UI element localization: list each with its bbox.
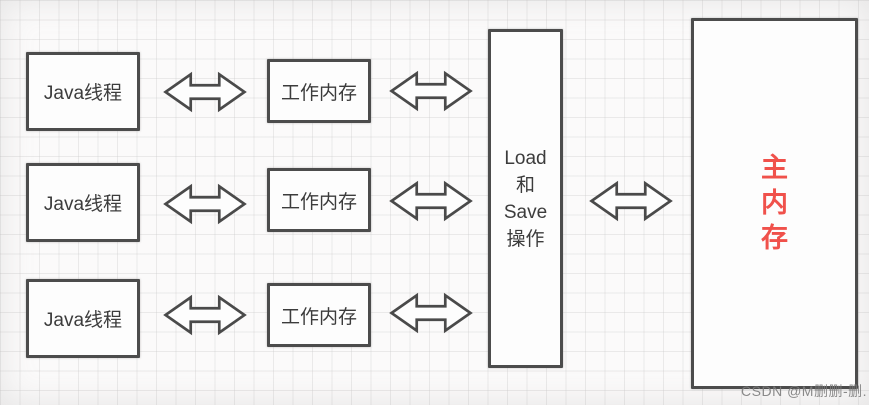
working-memory-label: 工作内存: [280, 306, 357, 328]
working-memory-box-2: 工作内存: [267, 168, 371, 232]
working-memory-box-3: 工作内存: [267, 283, 371, 347]
java-thread-label: Java线程: [43, 310, 123, 331]
double-arrow-icon: [389, 292, 473, 334]
double-arrow-icon: [163, 183, 247, 225]
working-memory-label: 工作内存: [280, 191, 357, 213]
double-arrow-icon: [163, 71, 247, 113]
java-thread-box-1: Java线程: [26, 52, 140, 131]
java-thread-label: Java线程: [43, 83, 123, 104]
double-arrow-icon: [163, 294, 247, 336]
working-memory-box-1: 工作内存: [267, 59, 371, 123]
load-save-label: Load 和 Save 操作: [503, 147, 548, 250]
java-thread-box-2: Java线程: [26, 163, 140, 242]
main-memory-label: 主 内 存: [761, 153, 788, 253]
double-arrow-icon: [589, 180, 673, 222]
watermark: CSDN @M删删-删.: [741, 383, 867, 399]
load-save-box: Load 和 Save 操作: [488, 29, 563, 368]
double-arrow-icon: [389, 70, 473, 112]
java-thread-label: Java线程: [43, 194, 123, 215]
java-thread-box-3: Java线程: [26, 279, 140, 358]
working-memory-label: 工作内存: [280, 82, 357, 104]
main-memory-box: 主 内 存: [691, 18, 858, 389]
double-arrow-icon: [389, 180, 473, 222]
